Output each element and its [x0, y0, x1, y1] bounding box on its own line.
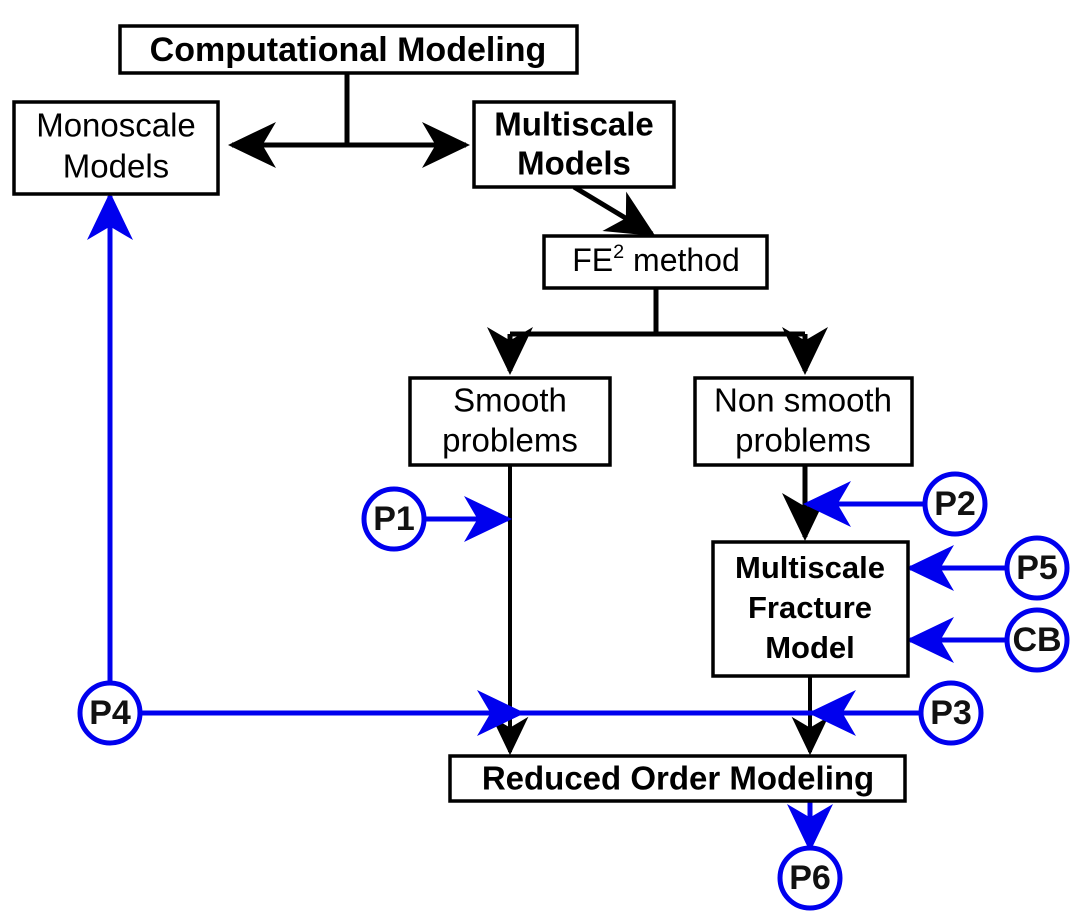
- node-label-monoscale-line2: Models: [63, 148, 169, 185]
- node-label-smooth-line2: problems: [442, 422, 578, 459]
- node-label-fracture-line1: Multiscale: [735, 550, 885, 585]
- fe2-superscript: 2: [613, 241, 624, 263]
- node-non-smooth-problems[interactable]: Non smooth problems: [693, 376, 914, 467]
- node-label-nonsmooth-line1: Non smooth: [714, 382, 892, 419]
- node-reduced-order-modeling[interactable]: Reduced Order Modeling: [448, 754, 907, 803]
- node-label-fe2-method: FE2 method: [572, 241, 740, 278]
- annotation-label-p2: P2: [934, 485, 976, 523]
- annotation-label-p6: P6: [789, 859, 831, 897]
- annotation-label-p5: P5: [1016, 549, 1058, 587]
- annotation-p1[interactable]: P1: [361, 486, 427, 552]
- annotation-cb[interactable]: CB: [1004, 607, 1070, 673]
- node-label-reduced-order-modeling: Reduced Order Modeling: [482, 760, 874, 797]
- annotation-p2[interactable]: P2: [922, 471, 988, 537]
- node-label-fracture-line2: Fracture: [748, 590, 872, 625]
- annotation-label-p1: P1: [373, 500, 415, 538]
- node-label-nonsmooth-line2: problems: [735, 422, 871, 459]
- fe2-suffix: method: [624, 242, 740, 278]
- node-label-multiscale-line1: Multiscale: [494, 106, 654, 143]
- node-multiscale-fracture-model[interactable]: Multiscale Fracture Model: [711, 540, 910, 678]
- annotation-label-p3: P3: [930, 694, 972, 732]
- annotation-p3[interactable]: P3: [918, 680, 984, 746]
- node-label-fracture-line3: Model: [765, 630, 855, 665]
- fe2-prefix: FE: [572, 242, 613, 278]
- annotation-p5[interactable]: P5: [1004, 535, 1070, 601]
- node-smooth-problems[interactable]: Smooth problems: [408, 376, 612, 467]
- node-fe2-method[interactable]: FE2 method: [542, 234, 769, 290]
- edge-fe2-branch: [487, 288, 828, 376]
- annotation-p4[interactable]: P4: [77, 680, 143, 746]
- node-label-multiscale-line2: Models: [517, 145, 631, 182]
- node-multiscale-models[interactable]: Multiscale Models: [472, 100, 676, 189]
- annotation-label-p4: P4: [89, 694, 131, 732]
- edge-multiscale-to-fe2: [572, 184, 656, 237]
- node-label-smooth-line1: Smooth: [453, 382, 567, 419]
- node-label-computational-modeling: Computational Modeling: [150, 31, 547, 69]
- node-label-monoscale-line1: Monoscale: [36, 107, 196, 144]
- annotation-p6[interactable]: P6: [777, 845, 843, 911]
- node-monoscale-models[interactable]: Monoscale Models: [12, 100, 220, 196]
- annotation-label-cb: CB: [1012, 621, 1061, 659]
- node-computational-modeling[interactable]: Computational Modeling: [118, 24, 579, 75]
